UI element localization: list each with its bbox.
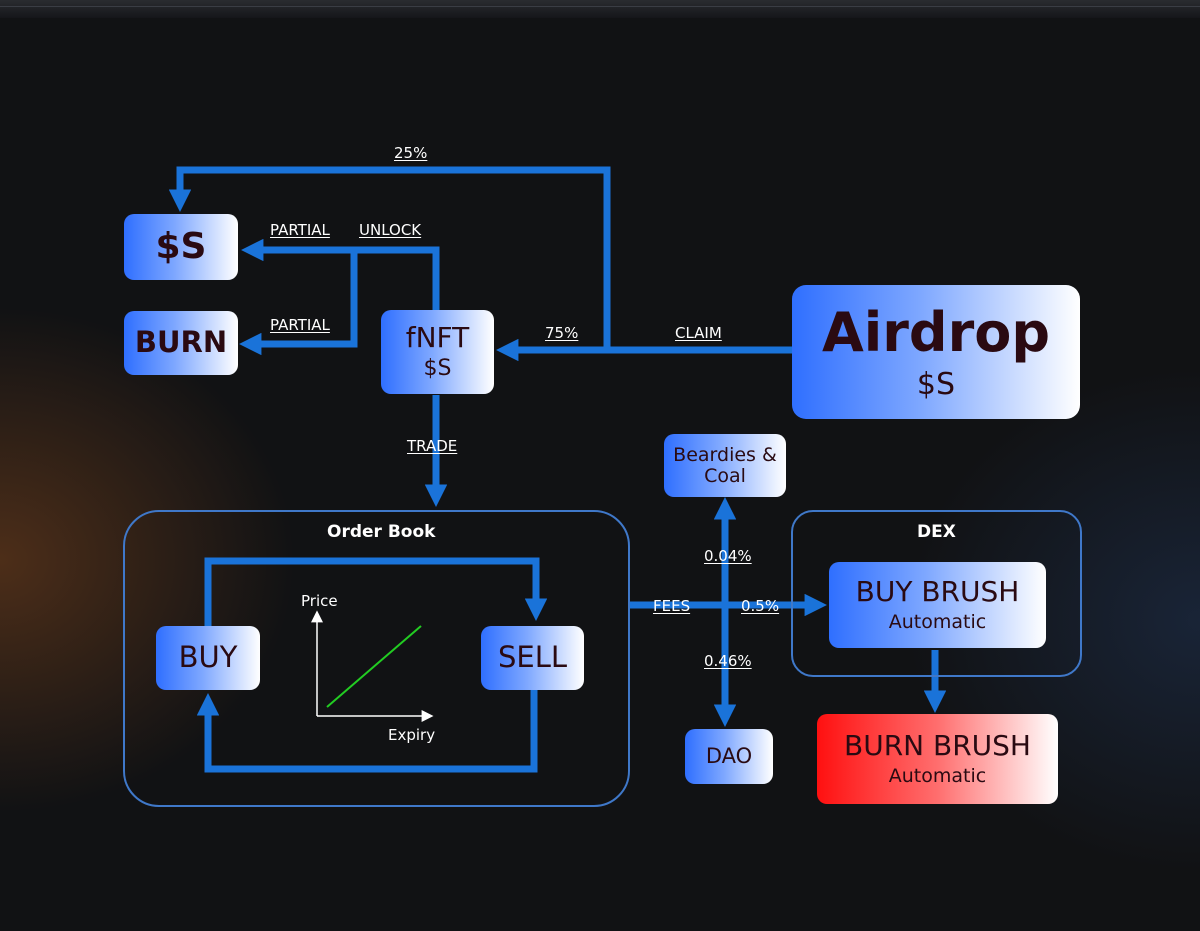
beardies-coal-label: Beardies & Coal [673,443,777,487]
edge-label-75pct: 75% [545,324,579,342]
burn-label: BURN [134,325,228,360]
burn-brush-sub-label: Automatic [888,764,987,787]
edge-label-trade: TRADE [407,437,458,455]
buy-brush-sub-label: Automatic [888,610,987,633]
edge-label-0-46pct: 0.46% [704,652,752,670]
arrow-unlock-to-s [241,238,440,310]
fnft-node[interactable]: fNFT $S [381,310,494,394]
buy-brush-label: BUY BRUSH [855,575,1020,609]
order-book-title: Order Book [327,522,436,542]
edge-label-0-5pct: 0.5% [741,597,780,615]
sell-node[interactable]: SELL [481,626,584,690]
sell-label: SELL [497,640,568,675]
dao-label: DAO [705,743,753,768]
s-token-node[interactable]: $S [124,214,238,280]
edge-label-partial-top: PARTIAL [270,221,330,239]
edge-label-unlock: UNLOCK [359,221,422,239]
arrow-partial-to-burn [239,250,358,356]
fnft-label: fNFT [405,320,470,354]
burn-brush-node[interactable]: BURN BRUSH Automatic [817,714,1058,804]
buy-label: BUY [178,640,238,675]
arrow-buy-to-sell [204,557,548,626]
edge-label-partial-burn: PARTIAL [270,316,330,334]
airdrop-label: Airdrop [822,300,1050,364]
dex-title: DEX [917,522,956,542]
arrow-sell-to-buy [196,690,538,773]
edge-label-fees: FEES [653,597,691,615]
airdrop-sub-label: $S [916,367,956,403]
buy-brush-node[interactable]: BUY BRUSH Automatic [829,562,1046,648]
edge-label-25pct: 25% [394,144,428,162]
mini-chart-y-label: Price [301,592,338,610]
top-decorative-line [0,0,1200,18]
mini-chart-price-line [326,625,422,708]
airdrop-node[interactable]: Airdrop $S [792,285,1080,419]
buy-node[interactable]: BUY [156,626,260,690]
mini-chart-x-label: Expiry [388,726,436,744]
dex-frame [791,510,1082,677]
dao-node[interactable]: DAO [685,729,773,784]
arrow-25pct-to-s [168,166,611,350]
edge-label-claim: CLAIM [675,324,722,342]
order-book-frame [123,510,630,807]
edge-label-0-04pct: 0.04% [704,547,752,565]
burn-node[interactable]: BURN [124,311,238,375]
s-token-label: $S [155,226,207,268]
beardies-coal-node[interactable]: Beardies & Coal [664,434,786,497]
burn-brush-label: BURN BRUSH [844,729,1031,763]
fnft-sub-label: $S [423,356,452,382]
